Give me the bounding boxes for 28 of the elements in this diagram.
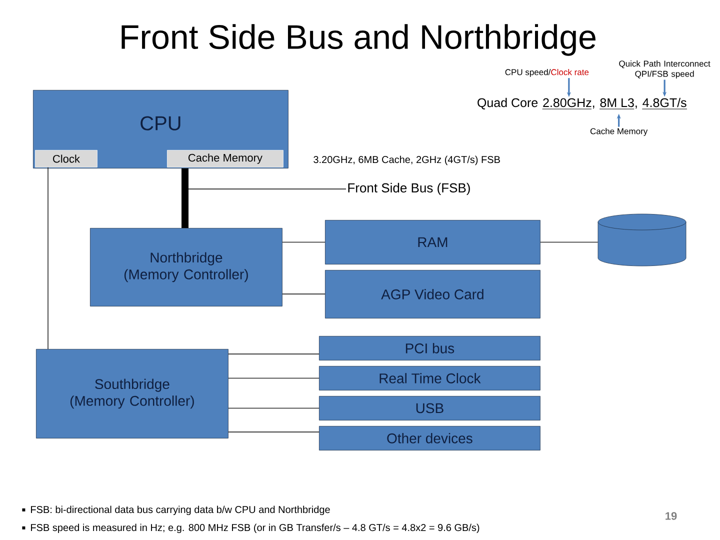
video-card-box: AGP Video Card: [325, 270, 540, 318]
connector-line: [540, 242, 598, 243]
ram-box: RAM: [325, 220, 540, 264]
bus-line: [182, 168, 188, 228]
connector-line: [228, 378, 320, 379]
annotation-text: CPU speed/Clock rate: [505, 68, 589, 77]
annotation-text: Cache Memory: [590, 128, 648, 136]
underlined-text: 8M L3,: [599, 98, 637, 110]
bus-label: Front Side Bus (FSB): [348, 182, 470, 196]
device-box: Other devices: [319, 426, 540, 450]
annotation-text: Quick Path Interconnect QPI/FSB speed: [619, 60, 710, 79]
disk-cylinder: [598, 214, 686, 266]
northbridge-box: Northbridge (Memory Controller): [90, 228, 282, 306]
southbridge-box: Southbridge (Memory Controller): [36, 349, 228, 438]
device-box: Real Time Clock: [319, 366, 540, 390]
spec-text: 3.20GHz, 6MB Cache, 2GHz (4GT/s) FSB: [314, 156, 500, 166]
clock-box: Clock: [35, 150, 98, 168]
underlined-text: 4.8GT/s: [642, 98, 688, 110]
title: Front Side Bus and Northbridge: [122, 24, 596, 56]
cache-box: Cache Memory: [167, 150, 284, 168]
device-box: USB: [319, 396, 540, 420]
page-number: 19: [666, 512, 677, 520]
connector-line: [282, 242, 326, 243]
underlined-text: 2.80GHz,: [542, 98, 594, 110]
bullet-text: FSB speed is measured in Hz; e.g. 800 MHz FSB (or in GB Transfer/s – 4.8 GT/s = 4.8x2 = 9.6 GB/s): [22, 524, 480, 534]
bullet-text: FSB: bi-directional data bus carrying data b/w CPU and Northbridge: [22, 506, 330, 516]
device-box: PCI bus: [319, 336, 540, 360]
connector-line: [228, 408, 320, 409]
